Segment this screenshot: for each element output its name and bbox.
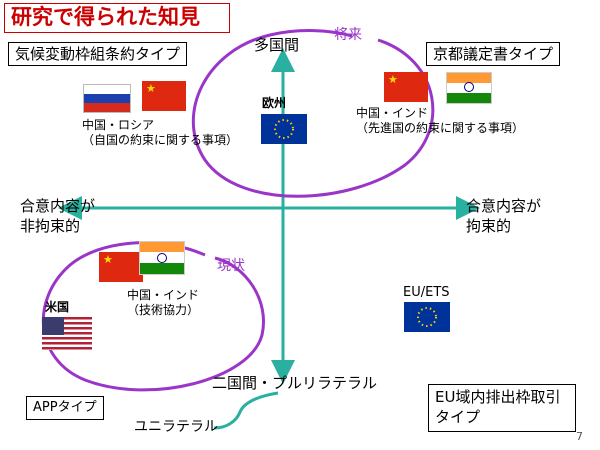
- axis-label-binding-line1: 合意内容が: [466, 197, 542, 215]
- axis-label-nonbinding-line2: 非拘束的: [20, 217, 81, 235]
- india-flag-icon: [446, 72, 492, 104]
- china-flag-icon: ★: [99, 252, 143, 282]
- china-india-current-label: 中国・インド （技術協力）: [127, 288, 199, 318]
- page-number: 7: [576, 430, 583, 443]
- axis-label-binding: 合意内容が 拘束的: [466, 196, 541, 236]
- china-russia-label: 中国・ロシア （自国の約束に関する事項）: [82, 118, 238, 148]
- app-type-box: APPタイプ: [26, 396, 104, 420]
- eu-ets-type-line2: タイプ: [435, 408, 481, 426]
- eu-flag-icon: [261, 114, 307, 144]
- europe-label: 欧州: [262, 96, 287, 110]
- kyoto-protocol-type-box: 京都議定書タイプ: [426, 42, 561, 66]
- current-label: 現状: [217, 258, 245, 274]
- china-russia-line2: （自国の約束に関する事項）: [82, 133, 239, 147]
- china-flag-icon: ★: [142, 81, 186, 111]
- china-india-future-line2: （先進国の約束に関する事項）: [356, 121, 525, 135]
- eu-ets-type-box: EU域内排出枠取引 タイプ: [428, 384, 576, 432]
- china-india-future-label: 中国・インド （先進国の約束に関する事項）: [356, 106, 524, 136]
- axis-label-nonbinding: 合意内容が 非拘束的: [20, 196, 95, 236]
- axis-label-bilateral: 二国間・プルリラテラル: [212, 374, 378, 392]
- eu-flag-icon: [404, 302, 450, 332]
- axis-label-binding-line2: 拘束的: [466, 217, 512, 235]
- future-ellipse: [191, 29, 435, 198]
- china-russia-line1: 中国・ロシア: [82, 118, 155, 132]
- usa-flag-icon: [42, 317, 92, 350]
- eu-ets-type-line1: EU域内排出枠取引: [435, 388, 561, 406]
- eu-ets-label: EU/ETS: [403, 285, 450, 300]
- usa-label: 米国: [45, 300, 70, 314]
- axis-label-multilateral: 多国間: [254, 36, 300, 54]
- future-label: 将来: [334, 27, 362, 43]
- india-flag-icon: [139, 241, 185, 275]
- unilateral-curve: [213, 391, 279, 430]
- china-india-current-line2: （技術協力）: [127, 303, 200, 317]
- unilateral-label: ユニラテラル: [134, 419, 218, 435]
- china-flag-icon: ★: [384, 72, 428, 102]
- current-ellipse: [41, 241, 265, 392]
- framework-convention-type-box: 気候変動枠組条約タイプ: [8, 42, 188, 66]
- china-india-current-line1: 中国・インド: [127, 288, 200, 302]
- china-india-future-line1: 中国・インド: [356, 106, 429, 120]
- page-title: 研究で得られた知見: [4, 3, 230, 33]
- russia-flag-icon: [83, 84, 131, 113]
- axis-label-nonbinding-line1: 合意内容が: [20, 197, 96, 215]
